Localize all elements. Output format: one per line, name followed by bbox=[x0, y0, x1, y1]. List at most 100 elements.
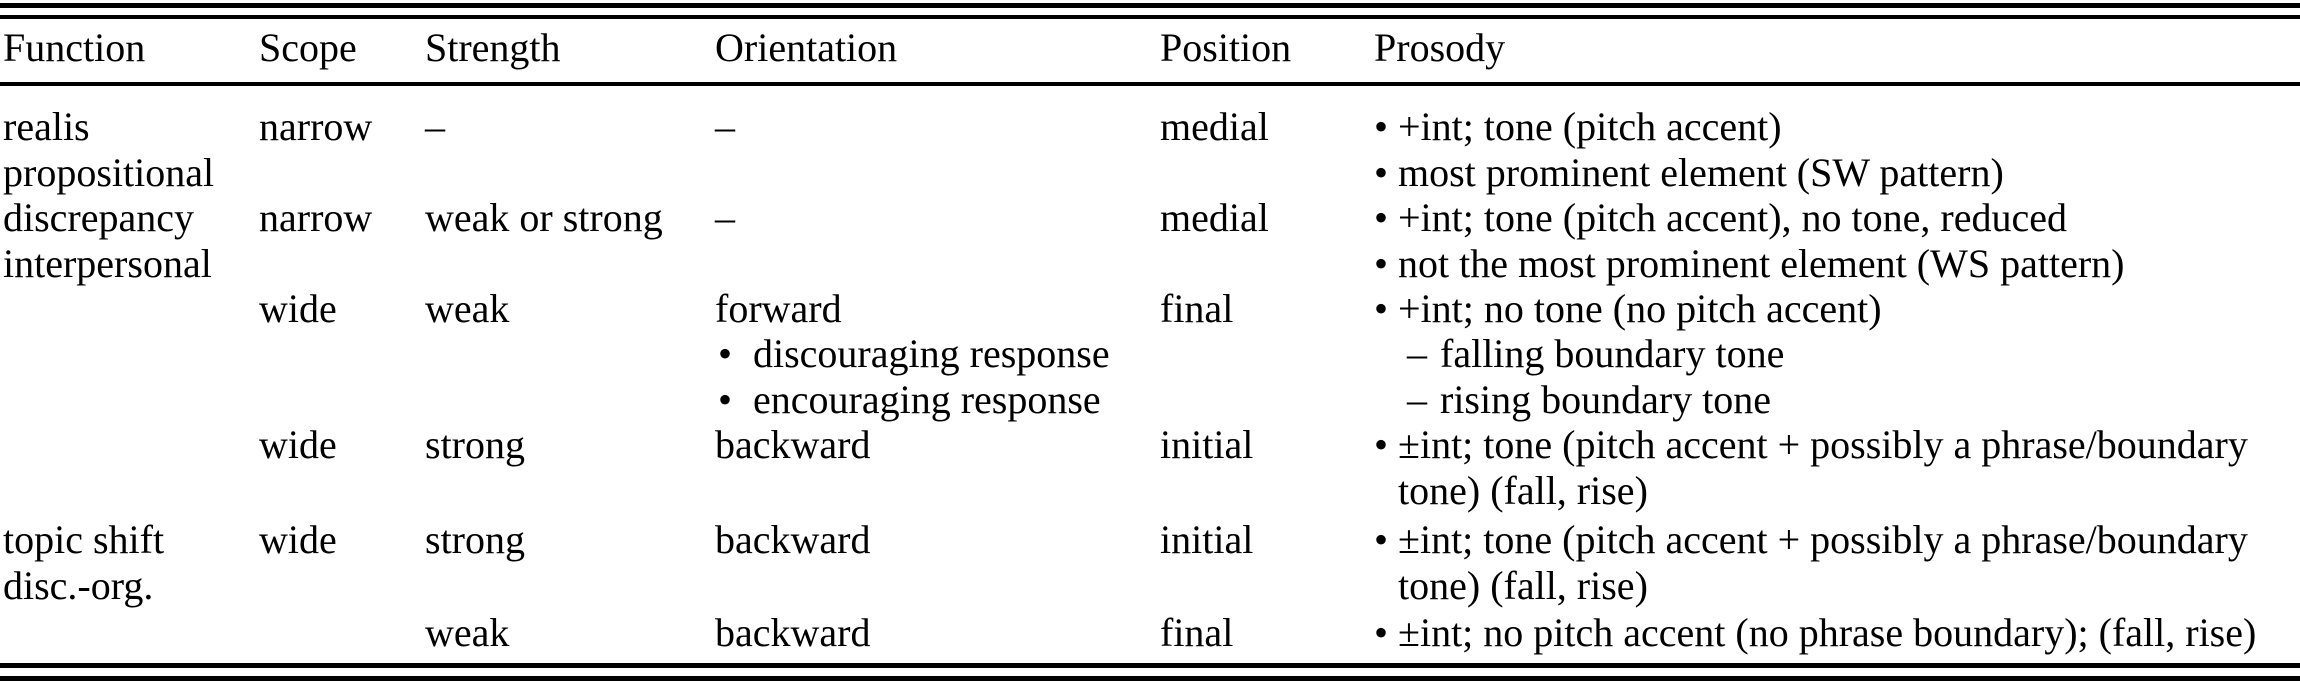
text-line-content: +int; tone (pitch accent), no tone, redu… bbox=[1398, 195, 2067, 240]
bullet-icon: • bbox=[718, 376, 733, 422]
text-line: wide bbox=[259, 517, 419, 563]
top-rule-inner bbox=[0, 15, 2300, 19]
table-row: weak backward final •±int; no pitch accent … bbox=[0, 610, 2300, 656]
text-line-content: – bbox=[715, 104, 735, 149]
text-line-content: propositional bbox=[3, 149, 215, 195]
cell-strength: strong bbox=[425, 517, 710, 563]
column-header-prosody: Prosody bbox=[1374, 25, 1506, 70]
cell-orientation: – bbox=[715, 195, 1155, 241]
text-line-content: discrepancy bbox=[3, 195, 195, 240]
text-line: •+int; tone (pitch accent) bbox=[1374, 104, 2300, 150]
text-line-content: – bbox=[425, 104, 445, 149]
cell-orientation: backward bbox=[715, 517, 1155, 563]
cell-prosody: •±int; tone (pitch accent + possibly a p… bbox=[1374, 422, 2300, 513]
text-line-content: narrow bbox=[259, 104, 373, 149]
text-line: realis bbox=[3, 104, 253, 150]
text-line-content: most prominent element (SW pattern) bbox=[1398, 149, 2004, 195]
cell-position: initial bbox=[1160, 517, 1370, 563]
cell-scope: wide bbox=[259, 422, 419, 468]
text-line-content: backward bbox=[715, 422, 871, 467]
cell-strength: – bbox=[425, 104, 710, 150]
text-line-content: tone) (fall, rise) bbox=[1398, 467, 1648, 513]
text-line: initial bbox=[1160, 422, 1370, 468]
column-header-scope: Scope bbox=[259, 25, 357, 70]
cell-prosody: •+int; tone (pitch accent)•most prominen… bbox=[1374, 104, 2300, 195]
text-line: wide bbox=[259, 286, 419, 332]
text-line-content: initial bbox=[1160, 422, 1254, 467]
text-line-content: final bbox=[1160, 610, 1234, 655]
text-line-content: ±int; tone (pitch accent + possibly a ph… bbox=[1398, 517, 2248, 562]
bullet-icon: • bbox=[718, 331, 733, 376]
text-line: wide bbox=[259, 422, 419, 468]
cell-scope: wide bbox=[259, 286, 419, 332]
text-line-content: strong bbox=[425, 422, 525, 467]
cell-strength: strong bbox=[425, 422, 710, 468]
text-line-content: tone) (fall, rise) bbox=[1398, 562, 1648, 608]
text-line: –rising boundary tone bbox=[1374, 377, 2300, 423]
text-line: •±int; no pitch accent (no phrase bounda… bbox=[1374, 610, 2300, 656]
text-line-content: topic shift bbox=[3, 517, 165, 562]
text-line: tone) (fall, rise) bbox=[1374, 468, 2300, 514]
text-line: tone) (fall, rise) bbox=[1374, 563, 2300, 609]
text-line: – bbox=[715, 195, 1155, 241]
text-line: –falling boundary tone bbox=[1374, 331, 2300, 377]
text-line: topic shift bbox=[3, 517, 253, 563]
text-line: medial bbox=[1160, 195, 1370, 241]
cell-orientation: forward•discouraging response•encouragin… bbox=[715, 286, 1155, 423]
text-line-content: realis bbox=[3, 104, 90, 149]
bullet-icon: • bbox=[1374, 285, 1389, 331]
bullet-icon: • bbox=[1374, 517, 1389, 562]
text-line: disc.-org. bbox=[3, 563, 253, 609]
text-line: •+int; no tone (no pitch accent) bbox=[1374, 286, 2300, 332]
bullet-icon: • bbox=[1374, 149, 1389, 195]
text-line: discrepancy bbox=[3, 195, 253, 241]
text-line-content: +int; tone (pitch accent) bbox=[1398, 104, 1782, 149]
text-line-content: strong bbox=[425, 517, 525, 562]
text-line-content: weak bbox=[425, 285, 510, 331]
bottom-rule-outer bbox=[0, 676, 2300, 681]
text-line-content: +int; no tone (no pitch accent) bbox=[1398, 285, 1882, 331]
text-line: weak bbox=[425, 286, 710, 332]
text-line-content: forward bbox=[715, 285, 842, 331]
cell-scope: narrow bbox=[259, 195, 419, 241]
text-line-content: falling boundary tone bbox=[1440, 331, 1785, 376]
text-line-content: wide bbox=[259, 517, 337, 562]
text-line-content: disc.-org. bbox=[3, 562, 154, 608]
text-line-content: initial bbox=[1160, 517, 1254, 562]
cell-scope: wide bbox=[259, 517, 419, 563]
text-line: final bbox=[1160, 610, 1370, 656]
text-line-content: rising boundary tone bbox=[1440, 376, 1772, 422]
bullet-icon: • bbox=[1374, 195, 1389, 240]
cell-strength: weak or strong bbox=[425, 195, 710, 241]
text-line-content: final bbox=[1160, 285, 1234, 331]
text-line-content: wide bbox=[259, 422, 337, 467]
text-line-content: weak bbox=[425, 610, 510, 655]
text-line-content: discouraging response bbox=[753, 331, 1110, 376]
text-line: interpersonal bbox=[3, 241, 253, 287]
text-line: backward bbox=[715, 422, 1155, 468]
text-line: initial bbox=[1160, 517, 1370, 563]
text-line-content: encouraging response bbox=[753, 376, 1101, 422]
header-rule bbox=[0, 82, 2300, 86]
text-line: forward bbox=[715, 286, 1155, 332]
text-line: propositional bbox=[3, 150, 253, 196]
text-line-content: ±int; tone (pitch accent + possibly a ph… bbox=[1398, 422, 2248, 467]
text-line-content: not the most prominent element (WS patte… bbox=[1398, 240, 2125, 286]
text-line-content: backward bbox=[715, 610, 871, 655]
text-line-content: backward bbox=[715, 517, 871, 562]
text-line: weak bbox=[425, 610, 710, 656]
text-line-content: interpersonal bbox=[3, 240, 212, 286]
text-line-content: narrow bbox=[259, 195, 373, 240]
dash-icon: – bbox=[1407, 331, 1427, 376]
cell-position: medial bbox=[1160, 195, 1370, 241]
cell-orientation: backward bbox=[715, 610, 1155, 656]
text-line: •+int; tone (pitch accent), no tone, red… bbox=[1374, 195, 2300, 241]
cell-position: final bbox=[1160, 286, 1370, 332]
text-line: medial bbox=[1160, 104, 1370, 150]
text-line: backward bbox=[715, 610, 1155, 656]
